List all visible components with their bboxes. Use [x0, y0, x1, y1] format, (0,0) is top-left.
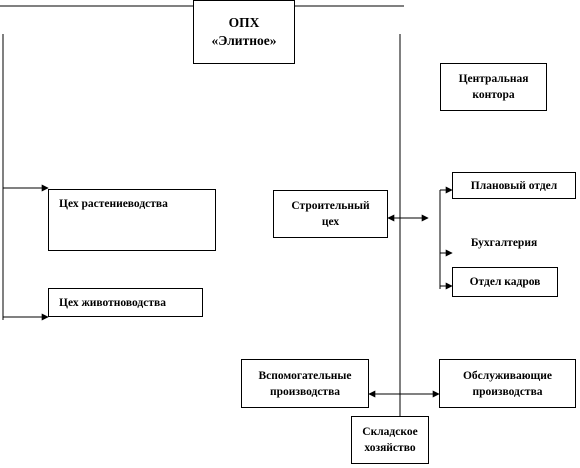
node-planning: Плановый отдел: [452, 172, 576, 199]
node-central-office-line1: Центральная: [458, 73, 529, 85]
node-service: Обслуживающие производства: [439, 359, 576, 408]
node-auxiliary-line2: производства: [269, 385, 341, 398]
node-warehouse: Складское хозяйство: [351, 416, 429, 464]
node-central-office-line2: контора: [472, 89, 515, 101]
node-service-line2: производства: [472, 385, 543, 398]
node-root: ОПХ «Элитное»: [193, 0, 295, 64]
node-service-line1: Обслуживающие: [462, 369, 552, 382]
node-accounting-label: Бухгалтерия: [470, 237, 538, 249]
node-plant-growing: Цех растениеводства: [48, 189, 216, 251]
node-central-office: Центральная контора: [440, 63, 547, 111]
node-warehouse-line2: хозяйство: [364, 442, 416, 454]
node-livestock: Цех животноводства: [48, 288, 203, 317]
node-root-line1: ОПХ: [228, 15, 260, 30]
node-accounting: Бухгалтерия: [452, 232, 556, 254]
node-plant-growing-label: Цех растениеводства: [59, 198, 168, 210]
node-construction-line2: цех: [321, 216, 340, 228]
node-auxiliary: Вспомогательные производства: [241, 359, 369, 408]
node-root-line2: «Элитное»: [211, 33, 277, 48]
node-hr-label: Отдел кадров: [469, 276, 541, 288]
node-warehouse-line1: Складское: [362, 426, 418, 438]
node-construction-line1: Строительный: [291, 200, 370, 212]
node-planning-label: Плановый отдел: [470, 179, 558, 192]
node-auxiliary-line1: Вспомогательные: [258, 369, 352, 382]
node-livestock-label: Цех животноводства: [59, 297, 166, 309]
node-hr: Отдел кадров: [452, 267, 558, 297]
node-construction: Строительный цех: [273, 190, 388, 238]
